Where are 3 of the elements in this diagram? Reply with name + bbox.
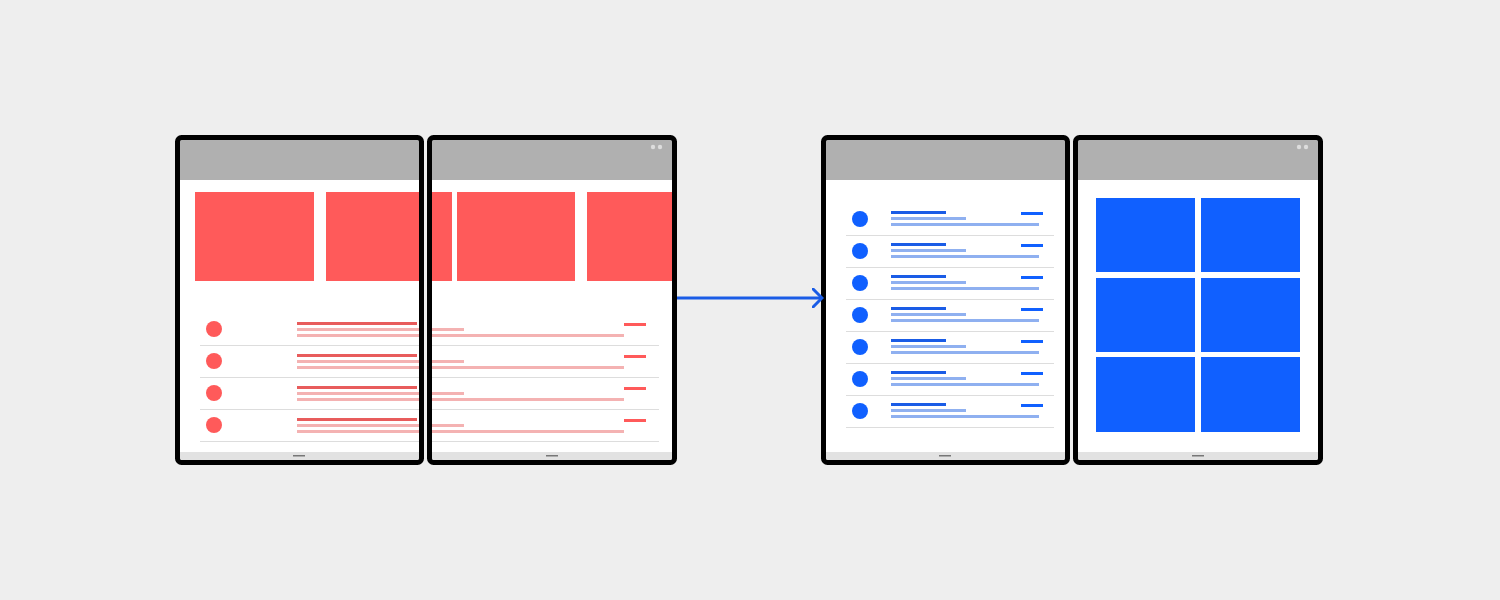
dual-screen-device-drawing [821,135,1323,465]
arrow [677,287,824,309]
dual-screen-device-drawing [175,135,677,465]
